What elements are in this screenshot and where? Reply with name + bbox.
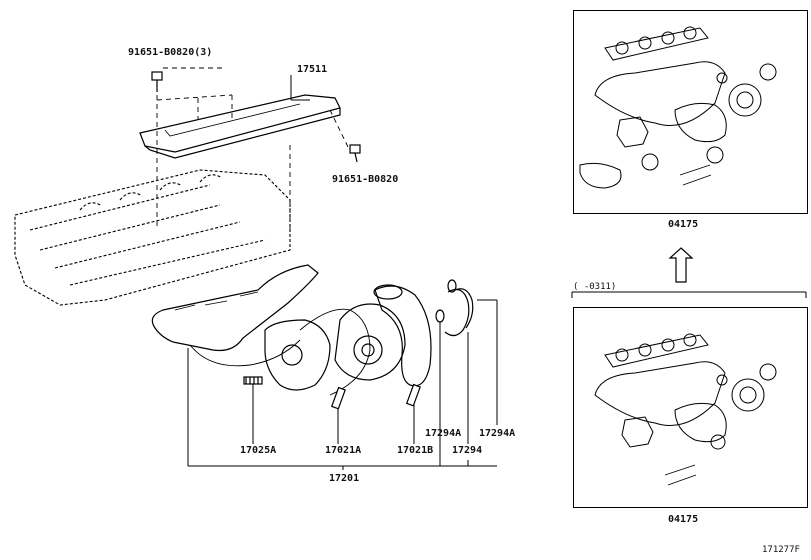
label-stud-b: 17021A	[325, 445, 362, 456]
label-stud-a: 17025A	[240, 445, 277, 456]
stud-17021b	[405, 383, 421, 407]
kit-box-bottom	[573, 307, 808, 508]
bolt-top-icon	[151, 71, 163, 92]
label-range: ( -0311)	[573, 282, 617, 292]
bolt-side-icon	[349, 144, 361, 163]
label-kit-top: 04175	[668, 219, 699, 230]
up-arrow-icon	[668, 247, 694, 283]
stud-17021a	[330, 386, 346, 410]
label-manifold-assy: 17201	[329, 473, 360, 484]
oil-pipe	[435, 279, 474, 337]
guide-lines	[156, 67, 349, 235]
range-bracket	[571, 291, 807, 298]
label-gasket-2: 17294A	[479, 428, 516, 439]
heat-shield-cover	[139, 94, 341, 159]
label-bolt-top: 91651-B0820(3)	[128, 47, 213, 58]
label-cover: 17511	[297, 64, 328, 75]
label-bolt-side: 91651-B0820	[332, 174, 399, 185]
figure-id: 171277F	[762, 545, 800, 555]
stud-17025a	[243, 376, 263, 385]
label-kit-bottom: 04175	[668, 514, 699, 525]
label-gasket-3: 17294	[452, 445, 483, 456]
kit-box-top	[573, 10, 808, 214]
leader-lines	[187, 75, 498, 470]
label-gasket-1: 17294A	[425, 428, 462, 439]
exhaust-manifold	[151, 264, 432, 396]
gasket-kit-bottom	[594, 333, 777, 486]
gasket-kit-top	[579, 26, 777, 189]
label-stud-c: 17021B	[397, 445, 434, 456]
cylinder-head	[14, 169, 291, 306]
